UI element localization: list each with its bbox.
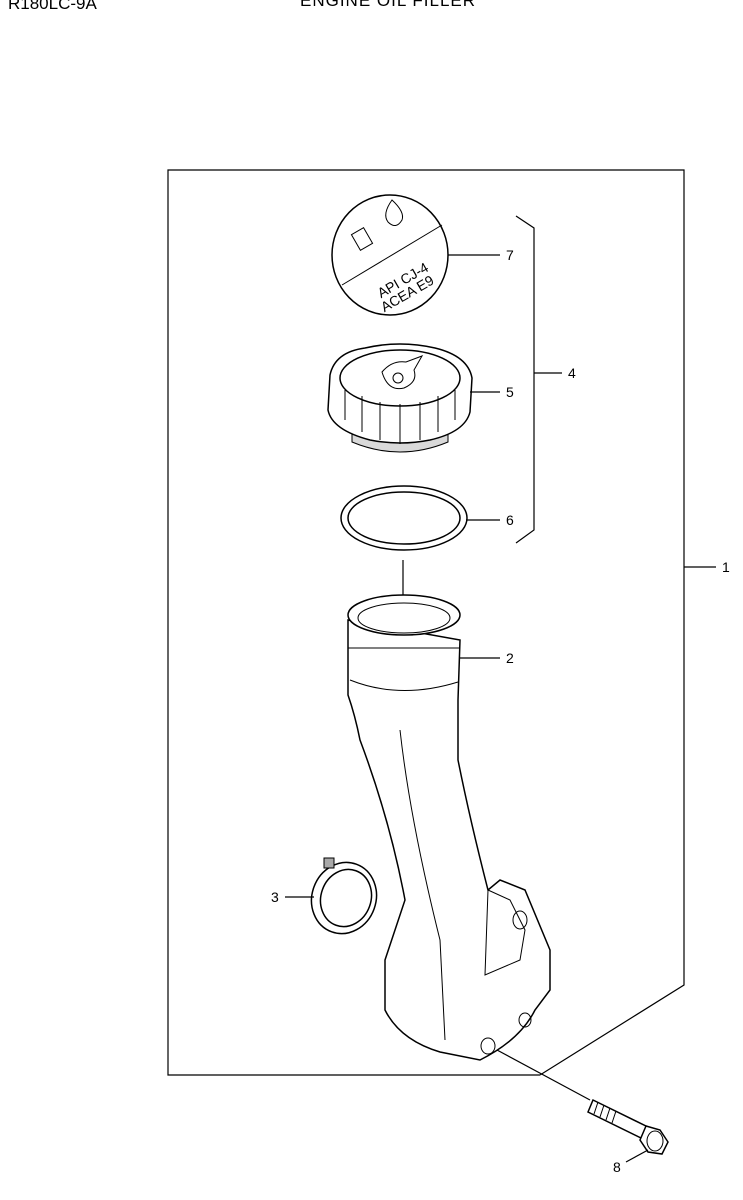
- callout-6: 6: [506, 512, 514, 528]
- callout-2: 2: [506, 650, 514, 666]
- callout-8: 8: [613, 1159, 621, 1175]
- diagram-title: ENGINE OIL FILLER: [300, 0, 477, 10]
- o-ring: [340, 485, 468, 551]
- oil-cap-label-disc: API CJ-4 ACEA E9: [331, 194, 449, 316]
- assembly-boundary: [167, 169, 685, 1076]
- model-number: R180LC-9A: [8, 0, 97, 13]
- callout-5: 5: [506, 384, 514, 400]
- callout-4: 4: [568, 365, 576, 381]
- bolt-axis: [496, 1049, 591, 1101]
- filler-tube: [347, 594, 551, 1061]
- hose-clamp: [310, 857, 378, 935]
- callout-7: 7: [506, 247, 514, 263]
- leader-8: [625, 1149, 649, 1163]
- group-bracket: [515, 215, 535, 544]
- callout-3: 3: [271, 889, 279, 905]
- callout-1: 1: [722, 559, 730, 575]
- filler-cap: [327, 343, 473, 453]
- mounting-bolt: [587, 1098, 669, 1155]
